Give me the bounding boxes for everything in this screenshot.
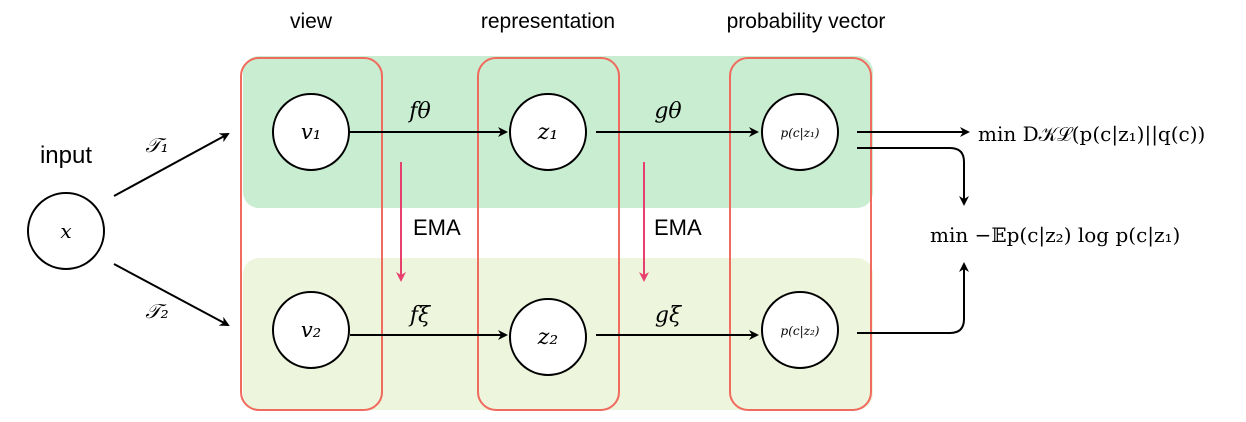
- t1-arrow: [113, 133, 230, 197]
- t1-label: 𝒯₁: [145, 133, 168, 157]
- f-theta-label: fθ: [407, 99, 430, 124]
- v1-label: v₁: [301, 120, 321, 144]
- t2-arrow: [113, 263, 230, 326]
- ema-left-label: EMA: [413, 215, 461, 240]
- ema-right-label: EMA: [654, 215, 702, 240]
- v2-label: v₂: [301, 318, 321, 342]
- v2-node: [272, 291, 350, 369]
- top-to-ce-arrow: [857, 147, 969, 206]
- p-z2-label: p(c|z₂): [781, 324, 820, 338]
- representation-column: [477, 57, 620, 411]
- p-z1-node: [761, 93, 839, 171]
- g-xi-label: gξ: [655, 303, 683, 328]
- t2-label: 𝒯₂: [145, 299, 168, 323]
- probability-vector-column: [729, 57, 872, 411]
- header-probability-vector: probability vector: [727, 10, 886, 33]
- header-representation: representation: [481, 10, 615, 33]
- g-theta-label: gθ: [654, 99, 681, 124]
- ce-objective: min −𝔼p(c|z₂) log p(c|z₁): [930, 223, 1180, 248]
- input-label: input: [40, 142, 92, 169]
- v1-node: [272, 93, 350, 171]
- f-xi-label: fξ: [408, 303, 432, 328]
- z2-node: [509, 298, 587, 376]
- p-z1-label: p(c|z₁): [781, 126, 820, 140]
- kl-objective: min D𝒦ℒ(p(c|z₁)||q(c)): [978, 122, 1205, 147]
- bottom-to-ce-arrow: [857, 262, 969, 334]
- header-view: view: [290, 10, 333, 33]
- input-node-label: x: [60, 219, 71, 243]
- z1-label: z₁: [537, 120, 558, 145]
- z2-label: z₂: [537, 325, 558, 350]
- z1-node: [509, 93, 587, 171]
- view-column: [240, 57, 383, 411]
- input-node: [27, 192, 105, 270]
- p-z2-node: [761, 291, 839, 369]
